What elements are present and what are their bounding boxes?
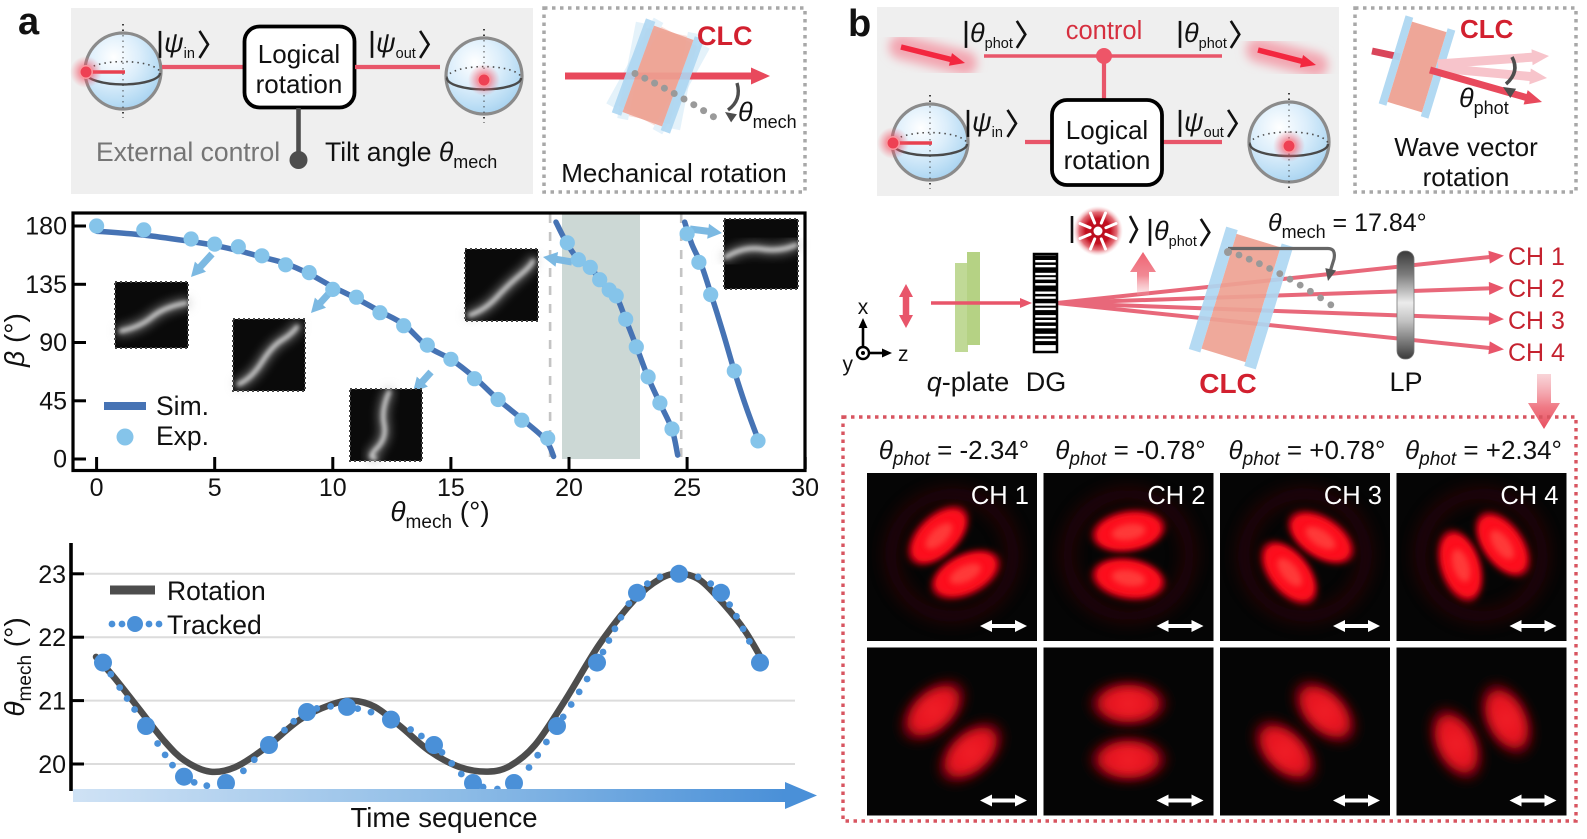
svg-text:Sim.: Sim. [156,391,209,421]
svg-text:180: 180 [25,213,67,241]
svg-text:5: 5 [208,474,222,502]
svg-text:Wave vector: Wave vector [1394,132,1538,162]
svg-text:rotation: rotation [1064,145,1151,175]
svg-text:CLC: CLC [697,21,753,51]
svg-text:20: 20 [555,474,583,502]
svg-text:θphot = -2.34°: θphot = -2.34° [879,435,1029,470]
svg-text:135: 135 [25,271,67,299]
svg-text:CH 2: CH 2 [1508,275,1565,303]
svg-text:23: 23 [38,561,66,589]
svg-text:DG: DG [1026,367,1067,397]
svg-text:Tracked: Tracked [167,610,262,640]
svg-text:90: 90 [39,329,67,357]
svg-text:θphot = +0.78°: θphot = +0.78° [1229,435,1386,470]
svg-text:θmech (°): θmech (°) [390,496,489,533]
svg-text:CH 2: CH 2 [1147,482,1205,510]
svg-text:Time sequence: Time sequence [351,802,538,833]
svg-text:CH 1: CH 1 [1508,243,1565,271]
svg-text:θmech (°): θmech (°) [0,617,36,716]
svg-text:LP: LP [1389,367,1422,397]
svg-text:Exp.: Exp. [156,421,209,451]
svg-text:β (°): β (°) [0,313,30,368]
svg-text:z: z [898,343,909,366]
svg-text:q-plate: q-plate [927,367,1010,397]
svg-text:CLC: CLC [1460,14,1514,44]
svg-text:control: control [1066,17,1143,45]
svg-text:15: 15 [437,474,465,502]
svg-text:10: 10 [319,474,347,502]
svg-text:Mechanical rotation: Mechanical rotation [561,158,786,188]
svg-text:0: 0 [90,474,104,502]
svg-text:y: y [843,353,854,376]
svg-text:Logical: Logical [1066,115,1148,145]
svg-text:θmech = 17.84°: θmech = 17.84° [1268,209,1427,242]
svg-text:CH 3: CH 3 [1508,307,1565,335]
svg-text:22: 22 [38,624,66,652]
svg-text:θphot = -0.78°: θphot = -0.78° [1055,435,1205,470]
svg-text:θphot = +2.34°: θphot = +2.34° [1405,435,1562,470]
svg-text:rotation: rotation [256,69,343,99]
svg-text:CH 4: CH 4 [1500,482,1558,510]
svg-text:CLC: CLC [1199,368,1257,399]
svg-text:20: 20 [38,751,66,779]
svg-text:CH 3: CH 3 [1324,482,1382,510]
svg-text:Rotation: Rotation [167,576,266,606]
svg-text:External control: External control [96,137,280,167]
svg-text:45: 45 [39,387,67,415]
svg-text:b: b [848,3,871,45]
svg-text:a: a [18,1,40,43]
svg-text:21: 21 [38,688,66,716]
svg-text:30: 30 [791,474,819,502]
svg-text:0: 0 [53,446,67,474]
svg-text:CH 1: CH 1 [971,482,1029,510]
svg-text:θphot: θphot [1154,216,1197,250]
svg-text:x: x [858,296,869,319]
svg-text:CH 4: CH 4 [1508,339,1565,367]
svg-text:25: 25 [673,474,701,502]
svg-text:Logical: Logical [258,39,340,69]
svg-text:rotation: rotation [1423,162,1510,192]
